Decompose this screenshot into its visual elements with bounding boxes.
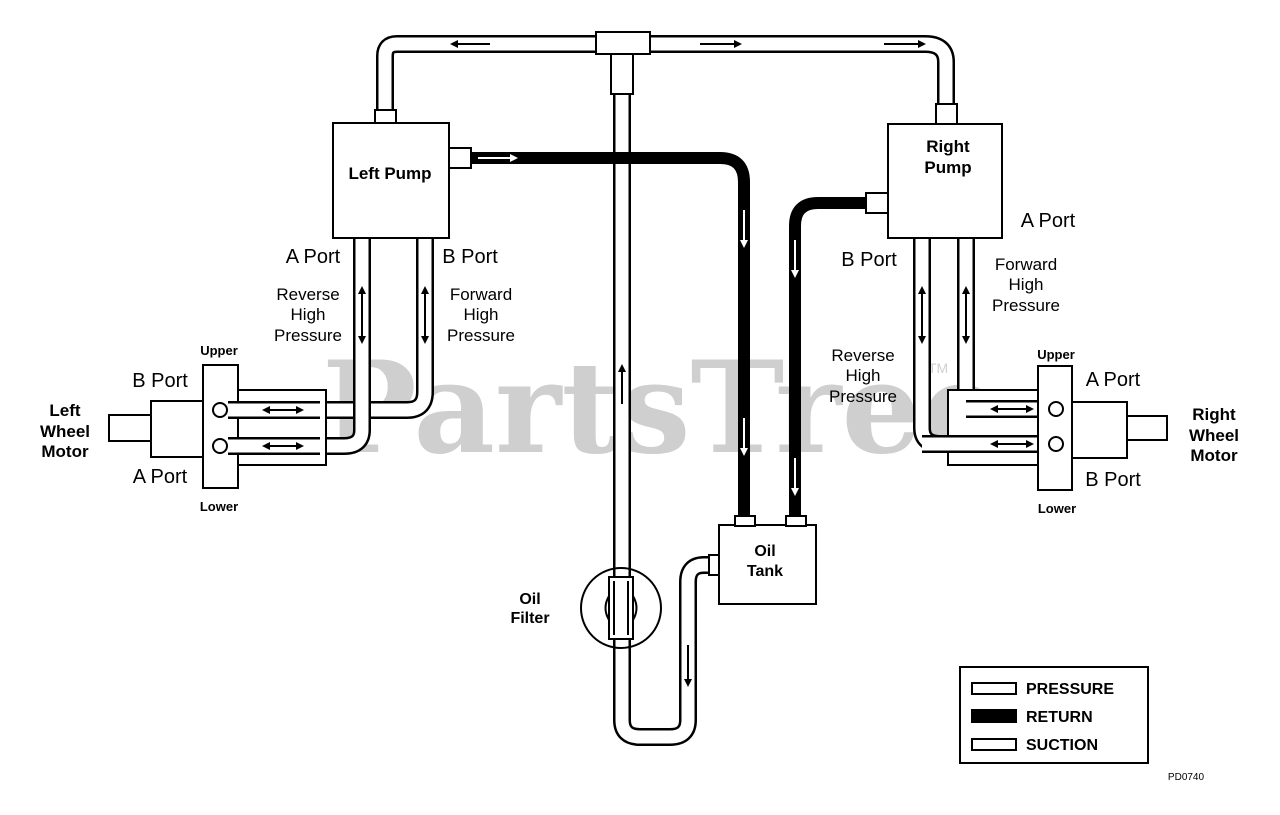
right-reverse-2: High [846, 366, 881, 385]
oil-tank-box [718, 524, 817, 605]
right-motor-a-port: A Port [1086, 369, 1141, 391]
oil-filter-label-1: Oil [519, 591, 540, 608]
left-motor-label-1: Left [49, 401, 81, 420]
right-forward-3: Pressure [992, 296, 1060, 315]
right-motor-label-2: Wheel [1189, 426, 1239, 445]
left-reverse-2: High [291, 305, 326, 324]
left-motor-label-3: Motor [41, 442, 89, 461]
left-pump-fitting [374, 109, 397, 125]
left-forward-3: Pressure [447, 326, 515, 345]
left-pump-b-port: B Port [442, 246, 498, 268]
right-pump-outlet [865, 192, 889, 214]
right-motor-b-port: B Port [1085, 469, 1141, 491]
right-motor-upper: Upper [1037, 347, 1075, 362]
oil-filter [580, 567, 662, 649]
trademark-mark: TM [928, 360, 948, 376]
left-pump-a-port: A Port [286, 246, 341, 268]
right-pump-label-2: Pump [924, 158, 971, 177]
left-reverse-3: Pressure [274, 326, 342, 345]
left-motor-lower: Lower [200, 499, 238, 514]
legend: PRESSURE RETURN SUCTION [959, 666, 1149, 764]
right-forward-2: High [1009, 275, 1044, 294]
legend-suction-swatch [971, 738, 1017, 751]
right-pump-a-port: A Port [1021, 210, 1076, 232]
oil-tank-label-2: Tank [747, 563, 783, 580]
return-line-left-pump [470, 152, 750, 518]
left-motor-b-port: B Port [132, 370, 188, 392]
tee-fitting [595, 31, 651, 55]
left-pump-outlet [448, 147, 472, 169]
right-motor-lower: Lower [1038, 501, 1076, 516]
oil-filter-label-2: Filter [510, 610, 549, 627]
watermark: PartsTree [322, 334, 1002, 482]
oil-tank-fitting-right [785, 515, 807, 527]
suction-downpipe [613, 94, 717, 746]
right-motor-label-3: Motor [1190, 446, 1238, 465]
left-pump-hoses [216, 238, 434, 455]
legend-return-label: RETURN [1026, 709, 1093, 726]
left-reverse-1: Reverse [276, 285, 339, 304]
right-forward-1: Forward [995, 255, 1057, 274]
left-wheel-motor [108, 364, 327, 489]
top-suction-pipe [376, 35, 955, 112]
figure-code: PD0740 [1168, 772, 1205, 783]
legend-pressure-swatch [971, 682, 1017, 695]
tee-stem [610, 53, 634, 95]
return-line-right-pump [789, 197, 868, 518]
right-motor-label-1: Right [1192, 405, 1236, 424]
flow-arrows [262, 40, 1034, 687]
legend-pressure-label: PRESSURE [1026, 681, 1114, 698]
oil-tank-label-1: Oil [754, 543, 775, 560]
right-pump-box [887, 123, 1003, 239]
left-forward-1: Forward [450, 285, 512, 304]
left-forward-2: High [464, 305, 499, 324]
oil-tank-inlet [708, 554, 720, 576]
right-pump-fitting [935, 103, 958, 125]
legend-suction-label: SUCTION [1026, 737, 1098, 754]
oil-tank-fitting-left [734, 515, 756, 527]
right-pump-label-1: Right [926, 137, 970, 156]
legend-return-swatch [971, 709, 1017, 723]
right-pump-b-port: B Port [841, 249, 897, 271]
right-reverse-3: Pressure [829, 387, 897, 406]
left-pump-label: Left Pump [348, 164, 431, 183]
right-wheel-motor [922, 365, 1168, 491]
left-motor-a-port: A Port [133, 466, 188, 488]
left-motor-upper: Upper [200, 343, 238, 358]
right-reverse-1: Reverse [831, 346, 894, 365]
left-motor-label-2: Wheel [40, 422, 90, 441]
left-pump-box [332, 122, 450, 239]
